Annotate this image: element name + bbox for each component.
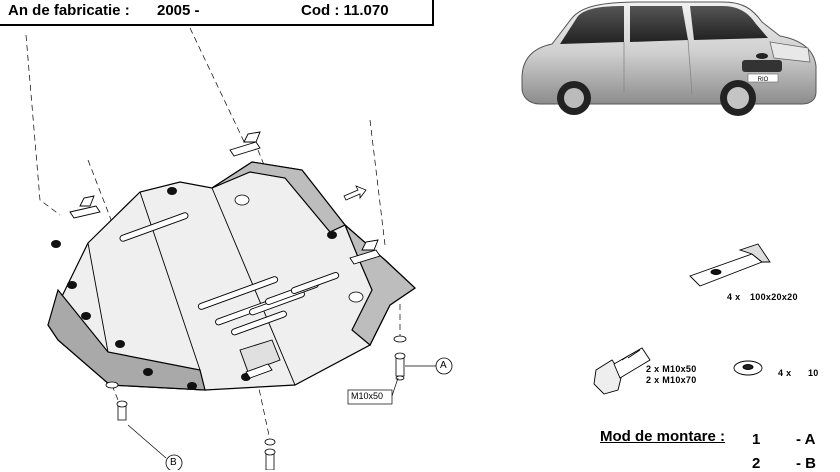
direction-arrow [343, 185, 367, 201]
washer-qty: 4 x [778, 368, 792, 378]
mounting-row-1-code: - A [796, 431, 816, 448]
loose-bracket [689, 243, 771, 287]
bolts [105, 335, 407, 470]
mounting-title: Mod de montare : [600, 428, 726, 445]
callout-b-label: B [170, 457, 177, 468]
bracket-size: 100x20x20 [750, 292, 798, 302]
bolt-size-box [347, 389, 393, 405]
car-image: RIO [521, 1, 817, 116]
mounting-holes [51, 187, 337, 390]
car-badge: RIO [758, 77, 769, 83]
bolt-size-label: M10x50 [351, 391, 384, 401]
vent-slots [119, 212, 340, 336]
washer [733, 360, 763, 376]
header-box [0, 0, 434, 26]
bolt-line-1: 2 x M10x50 [646, 364, 697, 374]
plate-brackets [69, 131, 381, 379]
mounting-row-2-code: - B [796, 455, 816, 472]
product-code: Cod : 11.070 [301, 2, 389, 19]
washer-size: 10 [808, 368, 819, 378]
bolt-line-2: 2 x M10x70 [646, 375, 697, 385]
mounting-row-1-num: 1 [752, 431, 761, 448]
bracket-qty: 4 x [727, 292, 741, 302]
callout-a-label: A [440, 360, 447, 371]
mounting-row-2-num: 2 [752, 455, 761, 472]
year-label: An de fabricatie : [8, 2, 130, 19]
year-value: 2005 - [157, 2, 200, 19]
callout-b-circle [165, 454, 183, 470]
hex-bolt [593, 347, 651, 395]
